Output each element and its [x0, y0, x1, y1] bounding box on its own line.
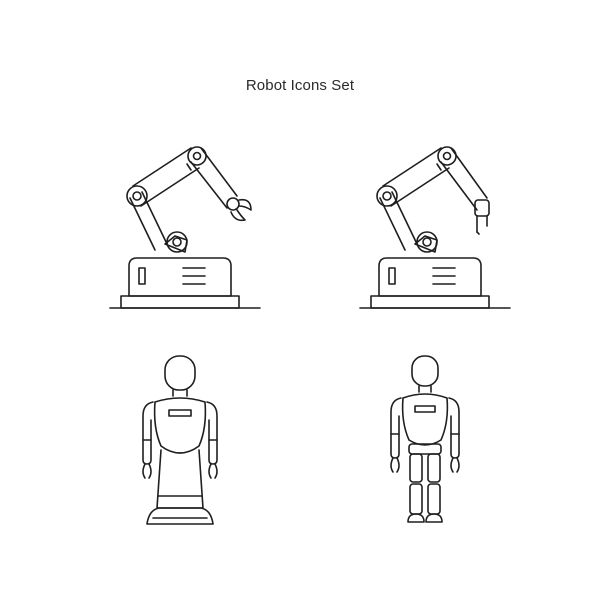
humanoid-robot-legs-icon	[375, 350, 475, 530]
page-title: Robot Icons Set	[245, 77, 355, 94]
industrial-arm-gripper-icon	[355, 140, 515, 310]
humanoid-robot-base-icon	[125, 350, 235, 530]
industrial-arm-claw-icon	[105, 140, 265, 310]
